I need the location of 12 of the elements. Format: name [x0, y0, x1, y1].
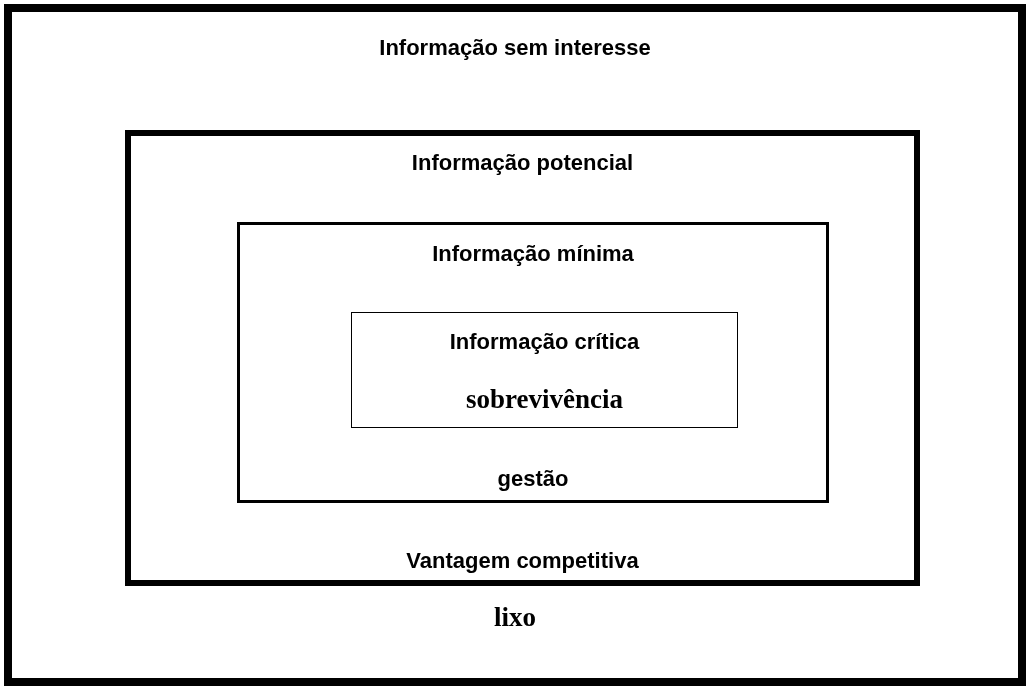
body-text: lixo [494, 602, 536, 634]
nested-box [351, 312, 738, 428]
body-text: Vantagem competitiva [406, 548, 639, 574]
heading-text: Informação mínima [432, 241, 634, 267]
nested-box [237, 222, 829, 503]
heading-text: Informação crítica [449, 329, 640, 355]
nested-box [4, 4, 1026, 686]
nested-box [125, 130, 920, 586]
body-text: gestão [497, 466, 569, 492]
body-text: sobrevivência [466, 384, 623, 416]
heading-text: Informação sem interesse [379, 35, 651, 61]
heading-text: Informação potencial [411, 150, 634, 176]
